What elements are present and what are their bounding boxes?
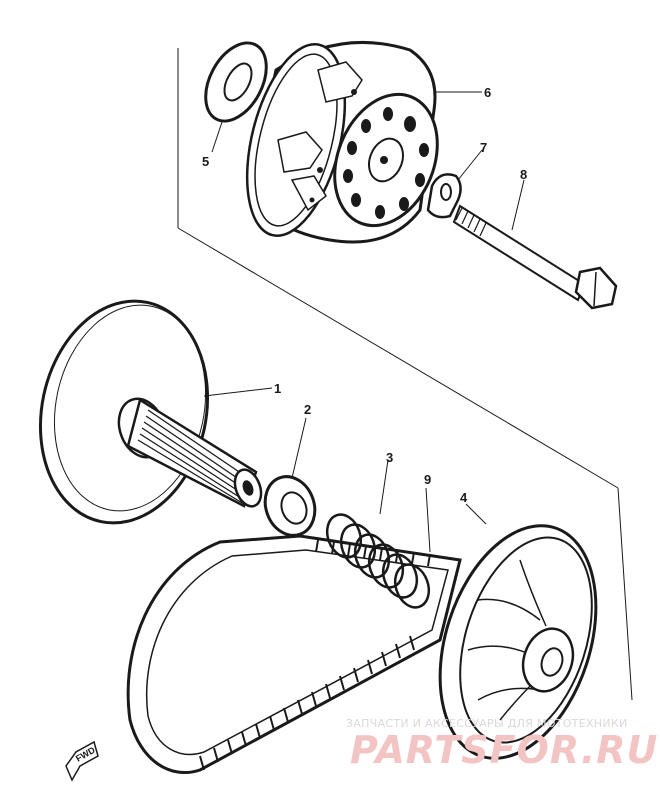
callout-8: 8: [520, 167, 527, 182]
callout-9: 9: [424, 472, 431, 487]
callout-7: 7: [480, 140, 487, 155]
assembly-boundary-lines: [177, 48, 633, 701]
watermark-caption: ЗАПЧАСТИ И АКСЕССУАРЫ ДЛЯ МОТОТЕХНИКИ: [346, 717, 628, 730]
forward-direction-marker: FWD: [65, 740, 99, 782]
callout-6: 6: [484, 85, 491, 100]
callout-5: 5: [202, 154, 209, 169]
callout-3: 3: [386, 450, 393, 465]
bolt-part-8: [452, 179, 618, 310]
watermark-brand-logo: PARTSFOR.RU: [350, 728, 659, 772]
callout-1: 1: [274, 381, 281, 396]
collar-part-2: [263, 417, 317, 537]
spring-part-3: [325, 459, 431, 609]
drive-belt-part-9: [126, 487, 462, 775]
callout-4: 4: [460, 490, 468, 505]
clutch-housing-part-6: [245, 41, 482, 244]
washer-part-5: [204, 41, 268, 153]
lock-washer-part-7: [426, 149, 483, 219]
callout-2: 2: [304, 402, 311, 417]
primary-sheave-part-1: [38, 299, 273, 525]
callout-labels: 1 2 3 4 5 6 7 8 9: [202, 85, 527, 505]
secondary-sheave-part-4: [438, 503, 598, 760]
